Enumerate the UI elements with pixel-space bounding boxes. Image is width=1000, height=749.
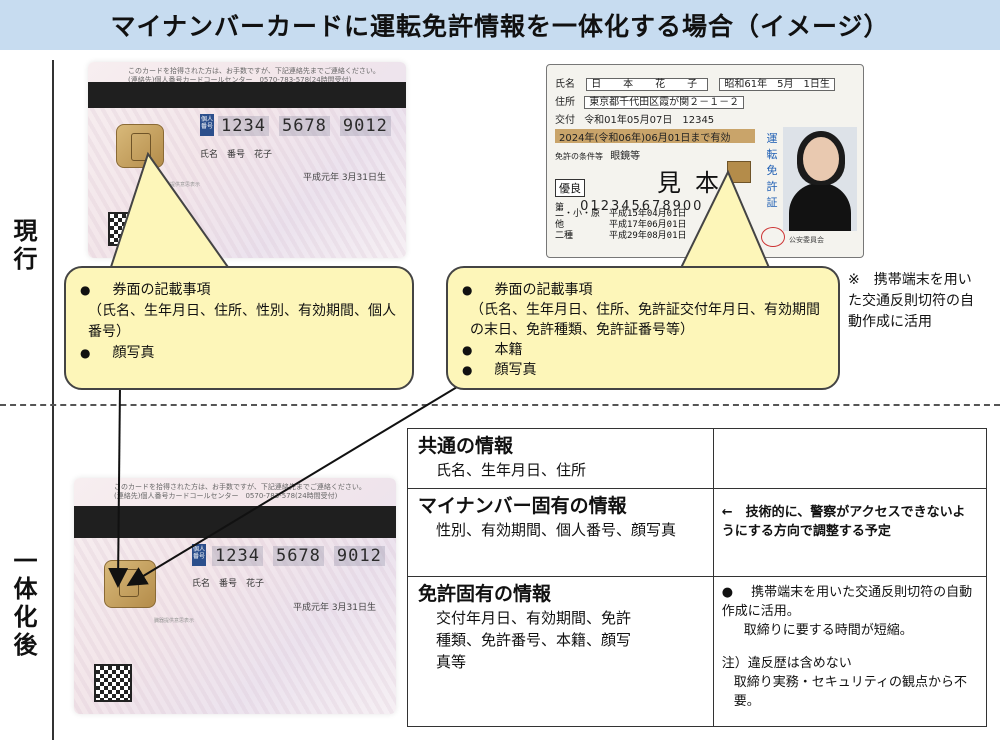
license-stamp-text: 公安委員会 [789,236,824,244]
row-note: ●携帯端末を用いた交通反則切符の自動作成に活用。 取締りに要する時間が短縮。 注… [712,576,988,727]
license-conditions-row: 免許の条件等 眼鏡等 [555,151,641,162]
license-number-row: 第 012345678900 [555,199,704,214]
license-sample-mark: 見本 [657,169,733,197]
section-divider-dashed [0,404,1000,406]
license-address-row: 住所 東京都千代田区霞が関２－１－２ [555,93,745,109]
row-note [712,428,988,489]
drivers-license-card: 氏名 日 本 花 子 昭和61年 5月 1日生 住所 東京都千代田区霞が関２－１… [546,64,864,258]
row-title: 共通の情報 [418,435,514,457]
arrow-mynumber-to-integrated [108,385,129,588]
table-row: マイナンバー固有の情報 性別、有効期間、個人番号、顔写真 ← 技術的に、警察がア… [407,488,988,577]
card-microtext: 臓器提供意思表示 [154,618,195,624]
personal-number: 1234 5678 9012 [218,116,391,136]
info-table: 共通の情報 氏名、生年月日、住所 マイナンバー固有の情報 性別、有効期間、個人番… [407,428,988,727]
row-title: マイナンバー固有の情報 [418,495,627,517]
license-yuryo-badge: 優良 [555,179,585,197]
license-name-row: 氏名 日 本 花 子 昭和61年 5月 1日生 [555,75,835,91]
side-note: ※ 携帯端末を用いた交通反則切符の自動作成に活用 [848,272,974,330]
license-issue-row: 交付 令和01年05月07日 12345 [555,115,715,126]
number-tag: 個人番号 [200,114,214,136]
number-tag: 個人番号 [192,544,206,566]
callout-mynumber-current: 券面の記載事項 （氏名、生年月日、住所、性別、有効期間、個人番号） 顔写真 [64,266,414,390]
magnetic-stripe [88,82,406,108]
note-bullet: ●携帯端末を用いた交通反則切符の自動作成に活用。 [721,585,973,619]
table-row: 共通の情報 氏名、生年月日、住所 [407,428,988,489]
page-title: マイナンバーカードに運転免許情報を一体化する場合（イメージ） [110,12,890,41]
license-history-table: 二・小・原 平成15年04月01日 他 平成17年06月01日 二種 平成29年… [555,209,687,241]
label-current: 現行 [9,218,37,274]
callout-tail-left [108,151,232,271]
license-photo [783,127,857,231]
vertical-divider [52,60,54,740]
card-birth-date: 平成元年 3月31日生 [292,603,376,613]
personal-number: 1234 5678 9012 [212,546,385,566]
arrow-license-to-integrated [126,377,473,587]
license-validity-band: 2024年(令和06年)06月01日まで有効 [555,129,755,144]
row-body: 交付年月日、有効期間、免許種類、免許番号、本籍、顔写真等 [436,609,632,671]
card-holder-name: 氏名 番号 花子 [192,579,265,589]
row-title: 免許固有の情報 [418,583,552,605]
ic-chip-icon [116,124,164,168]
table-row: 免許固有の情報 交付年月日、有効期間、免許種類、免許番号、本籍、顔写真等 ●携帯… [407,576,988,727]
magnetic-stripe [74,506,396,538]
callout-license-current: 券面の記載事項 （氏名、生年月日、住所、免許証交付年月日、有効期間の末日、免許種… [446,266,840,390]
seal-icon [761,227,785,247]
row-body: 氏名、生年月日、住所 [436,461,587,479]
mynumber-card-integrated: このカードを拾得された方は、お手数ですが、下記連絡先までご連絡ください。 (連絡… [74,478,396,714]
card-birth-date: 平成元年 3月31日生 [302,173,386,183]
label-after-integration: 一体化後 [9,548,37,660]
card-top-note: このカードを拾得された方は、お手数ですが、下記連絡先までご連絡ください。 (連絡… [128,67,380,84]
card-microtext: 臓器提供意思表示 [160,182,201,188]
callout-tail-right [678,169,772,271]
row-body: 性別、有効期間、個人番号、顔写真 [436,521,677,539]
card-top-note: このカードを拾得された方は、お手数ですが、下記連絡先までご連絡ください。 (連絡… [114,483,366,500]
card-holder-name: 氏名 番号 花子 [200,150,273,160]
header-bar: マイナンバーカードに運転免許情報を一体化する場合（イメージ） [0,0,1000,50]
qr-code-icon [94,664,132,702]
license-vertical-label: 運転免許証 [766,132,778,209]
row-note: ← 技術的に、警察がアクセスできないようにする方向で調整する予定 [712,488,988,577]
